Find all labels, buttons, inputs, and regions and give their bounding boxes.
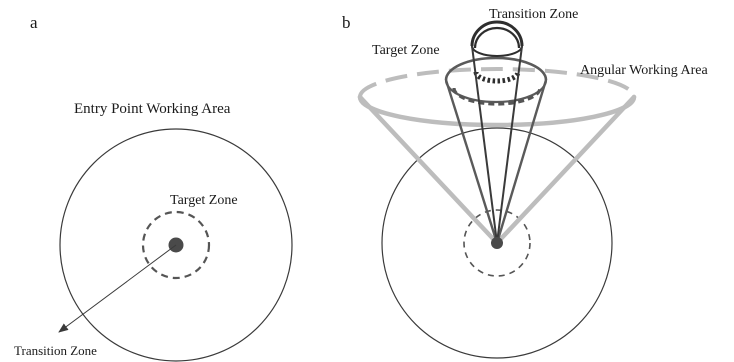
target-zone-label: Target Zone [170, 193, 238, 208]
transition-zone-label: Transition Zone [14, 343, 97, 358]
angular-cone-left-edge [357, 94, 500, 246]
transition-cone-left-edge [471, 45, 498, 244]
transition-cone-top-rim-front [471, 45, 523, 57]
entry-point-working-area-circle [381, 127, 613, 359]
transition-cone-hatched-ring [473, 71, 521, 84]
angular-working-area-cone [357, 67, 637, 246]
target-cone-left-edge [444, 79, 499, 244]
panel-a: a Entry Point Working Area Target Zone T… [14, 13, 293, 362]
target-zone-label: Target Zone [372, 43, 440, 58]
transition-cone-top-rim-outer [470, 20, 524, 47]
target-cone-right-edge [495, 79, 548, 244]
panel-b: b [342, 7, 708, 359]
target-zone-dashed-circle [141, 210, 211, 280]
transition-cone-right-edge [496, 45, 523, 244]
target-cone-front-rim [444, 79, 548, 104]
transition-cone-top-rim-inner [473, 26, 521, 49]
transition-zone-label: Transition Zone [489, 7, 578, 22]
entry-point-dot [491, 237, 503, 249]
entry-point-working-area-label: Entry Point Working Area [74, 101, 231, 117]
entry-point-working-area-circle [59, 128, 293, 362]
panel-b-letter: b [342, 13, 351, 32]
target-cone-back-rim [444, 56, 548, 81]
angular-cone-front-rim [357, 94, 637, 128]
panel-a-letter: a [30, 13, 38, 32]
target-zone-cone [444, 56, 548, 244]
transition-zone-cone [470, 20, 524, 244]
target-zone-dashed-circle [463, 209, 531, 277]
angular-cone-right-edge [494, 94, 637, 246]
angular-working-area-label: Angular Working Area [580, 63, 708, 78]
angular-cone-back-rim [358, 67, 636, 98]
transition-zone-arrow [58, 244, 177, 333]
